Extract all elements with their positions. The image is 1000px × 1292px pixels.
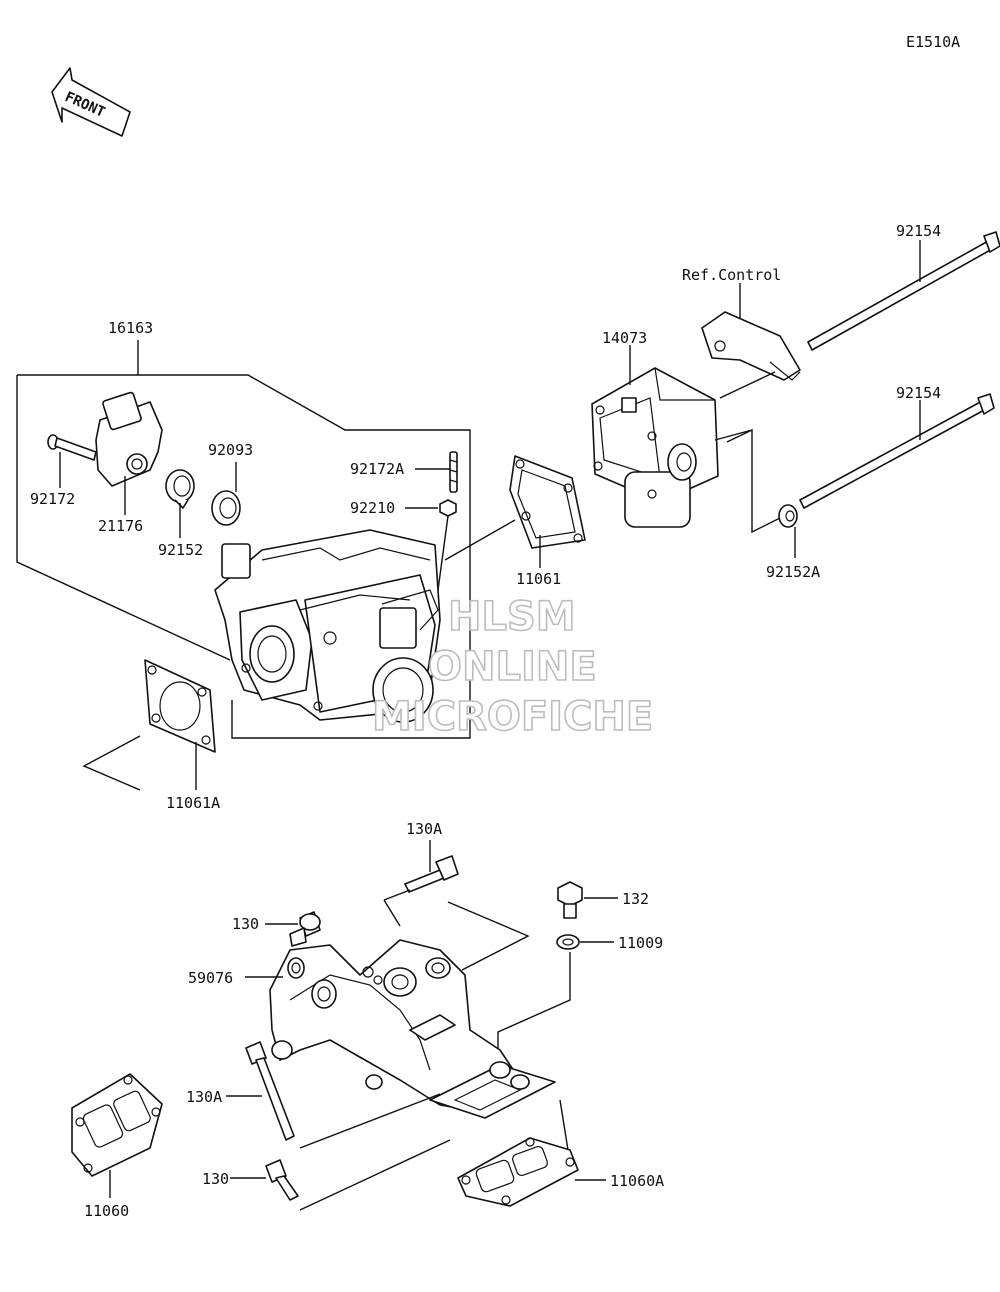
throttle-body	[214, 529, 441, 723]
label-130A-lower: 130A	[186, 1088, 222, 1106]
throttle-sensor-21176	[95, 391, 163, 487]
bolt-130-lower	[265, 1159, 299, 1201]
label-130-lower: 130	[202, 1170, 229, 1188]
label-92172A: 92172A	[350, 460, 404, 478]
label-59076: 59076	[188, 969, 233, 987]
label-130A-upper: 130A	[406, 820, 442, 838]
airbox-14073	[591, 367, 719, 528]
nut-92210	[439, 499, 457, 517]
washer-92152A	[778, 504, 798, 528]
washer-11009	[556, 934, 580, 950]
label-11060A: 11060A	[610, 1172, 664, 1190]
collar-92152	[165, 469, 195, 509]
label-11060: 11060	[84, 1202, 129, 1220]
assembly-bracket-16163	[16, 340, 471, 739]
label-11061: 11061	[516, 570, 561, 588]
control-bracket	[701, 311, 801, 381]
stud-92172A	[449, 451, 458, 493]
watermark-line3: MICROFICHE	[372, 694, 653, 740]
label-21176: 21176	[98, 517, 143, 535]
bolt-92154-upper	[807, 231, 1000, 351]
label-14073: 14073	[602, 329, 647, 347]
label-92093: 92093	[208, 441, 253, 459]
label-16163: 16163	[108, 319, 153, 337]
label-11061A: 11061A	[166, 794, 220, 812]
gasket-11060	[71, 1073, 163, 1177]
front-arrow-icon: FRONT	[51, 67, 131, 137]
watermark-line1: HLSM	[448, 594, 576, 640]
screw-92172	[47, 434, 97, 461]
watermark-line2: ONLINE	[428, 644, 597, 690]
bolt-132	[557, 881, 583, 919]
bolt-130-upper	[289, 911, 321, 947]
intake-manifold	[269, 939, 556, 1119]
label-92152: 92152	[158, 541, 203, 559]
label-130-upper: 130	[232, 915, 259, 933]
label-92210: 92210	[350, 499, 395, 517]
bolt-130A-upper	[404, 855, 459, 893]
ref-control-label: Ref.Control	[682, 266, 781, 284]
label-92172: 92172	[30, 490, 75, 508]
watermark: HLSM ONLINE MICROFICHE	[371, 593, 654, 741]
diagram-code: E1510A	[906, 33, 960, 51]
gasket-11061	[509, 455, 586, 549]
bolt-130A-lower	[245, 1041, 295, 1141]
gasket-11060A	[457, 1137, 579, 1207]
label-11009: 11009	[618, 934, 663, 952]
label-92154-upper: 92154	[896, 222, 941, 240]
oring-92093	[211, 490, 241, 526]
label-132: 132	[622, 890, 649, 908]
label-92154-lower: 92154	[896, 384, 941, 402]
gasket-11061A	[144, 659, 216, 753]
label-92152A: 92152A	[766, 563, 820, 581]
bolt-92154-lower	[799, 393, 995, 509]
